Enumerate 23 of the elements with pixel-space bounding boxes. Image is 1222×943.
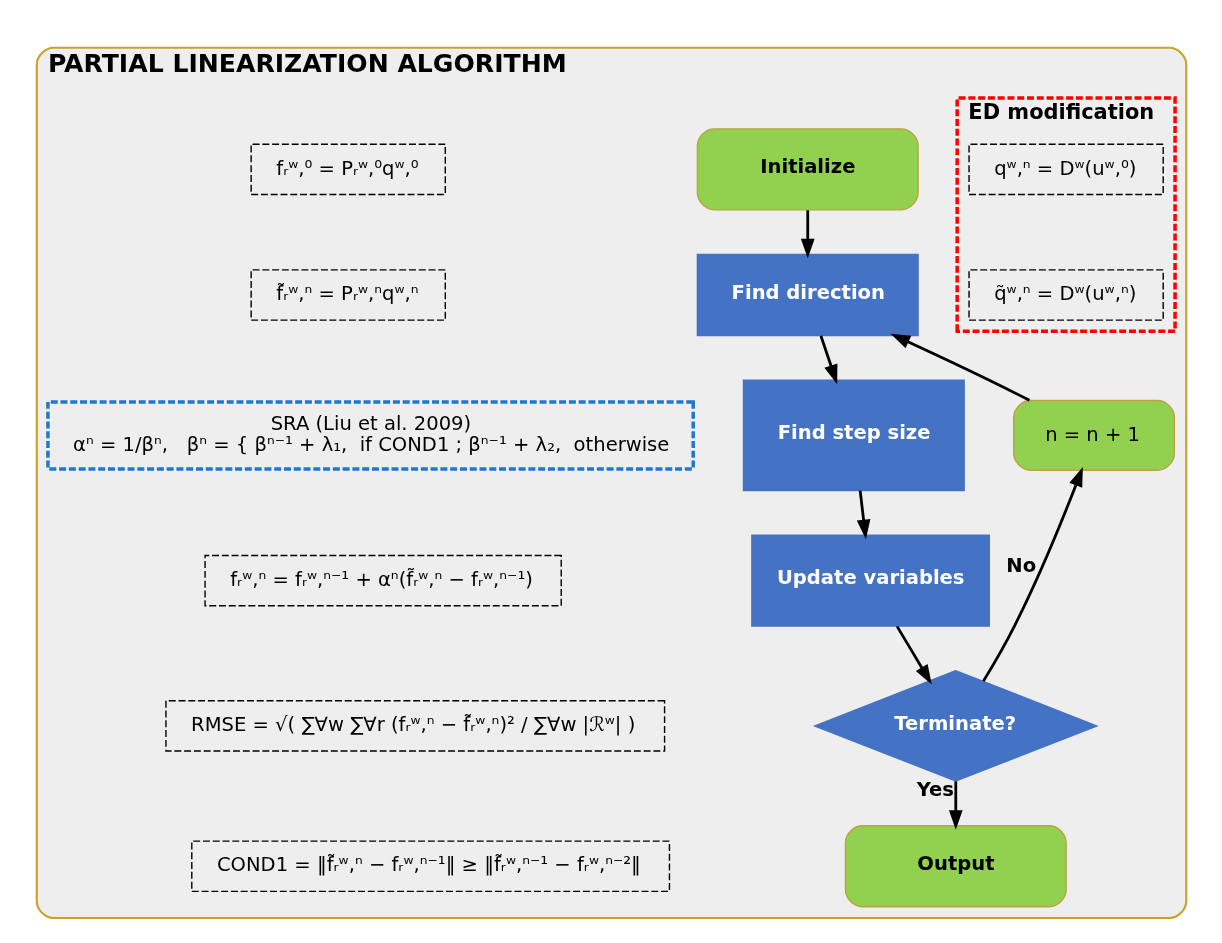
node-box: COND1 = ‖f̃ᵣʷ,ⁿ − fᵣʷ,ⁿ⁻¹‖ ≥ ‖f̃ᵣʷ,ⁿ⁻¹ − fᵣʷ,ⁿ⁻²‖	[190, 840, 670, 893]
node-box: f̃ᵣʷ,ⁿ = Pᵣʷ,ⁿqʷ,ⁿ	[249, 269, 446, 321]
arrow	[856, 490, 870, 540]
arrow	[890, 333, 1030, 402]
arrow	[981, 467, 1083, 682]
node-box: qʷ,ⁿ = Dʷ(uʷ,⁰)	[967, 143, 1164, 196]
node-box: Update variables	[750, 534, 990, 627]
arrow	[895, 625, 932, 685]
node-box: fᵣʷ,⁰ = Pᵣʷ,⁰qʷ,⁰	[249, 143, 446, 196]
arrow	[948, 781, 963, 830]
node-box: n = n + 1	[1012, 399, 1175, 471]
node-box: fᵣʷ,ⁿ = fᵣʷ,ⁿ⁻¹ + αⁿ(f̃ᵣʷ,ⁿ − fᵣʷ,ⁿ⁻¹)	[203, 554, 562, 607]
edge-label: No	[1005, 553, 1036, 577]
node-diamond: Terminate?	[812, 670, 1099, 782]
node-box: RMSE = √( ∑∀w ∑∀r (fᵣʷ,ⁿ − f̃ᵣʷ,ⁿ)² / ∑∀w |ℛʷ| )	[164, 700, 665, 752]
node-box: Output	[844, 825, 1067, 908]
arrow	[800, 210, 815, 259]
node-box: SRA (Liu et al. 2009) αⁿ = 1/βⁿ, βⁿ = { βⁿ⁻¹ + λ₁, if COND1 ; βⁿ⁻¹ + λ₂, otherwise	[45, 400, 695, 471]
arrow	[819, 335, 837, 385]
node-box: Find direction	[696, 253, 919, 337]
node-box: Initialize	[696, 128, 919, 211]
node-box: Find step size	[742, 379, 965, 492]
node-box: q̃ʷ,ⁿ = Dʷ(uʷ,ⁿ)	[967, 269, 1164, 321]
